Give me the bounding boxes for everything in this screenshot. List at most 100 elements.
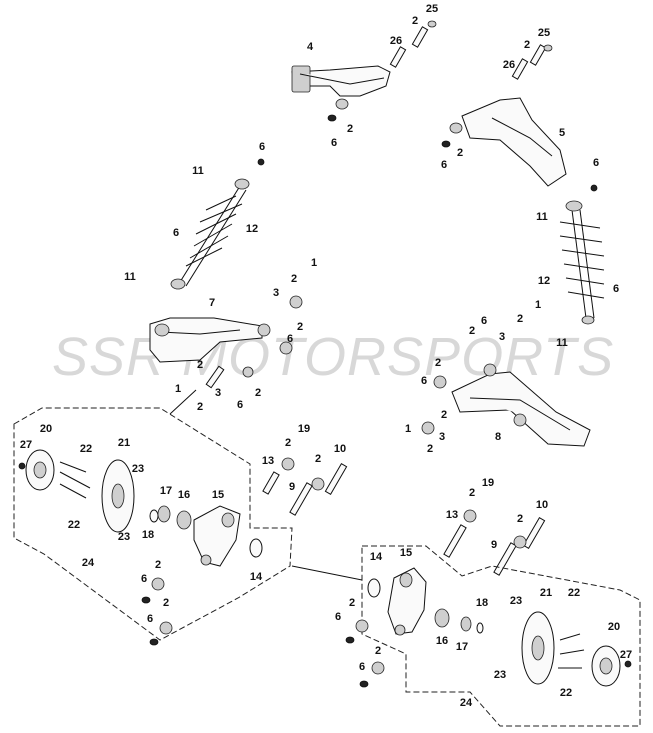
- part-callout-18: 18: [476, 597, 488, 609]
- part-callout-13: 13: [262, 455, 274, 467]
- part-callout-18: 18: [142, 529, 154, 541]
- part-callout-6: 6: [441, 159, 447, 171]
- lower-a-arm-left: [149, 295, 303, 378]
- part-callout-6: 6: [141, 573, 147, 585]
- part-callout-1: 1: [535, 299, 541, 311]
- part-callout-22: 22: [80, 443, 92, 455]
- part-callout-12: 12: [538, 275, 550, 287]
- part-callout-2: 2: [155, 559, 161, 571]
- part-callout-8: 8: [495, 431, 501, 443]
- part-callout-2: 2: [163, 597, 169, 609]
- part-callout-23: 23: [118, 531, 130, 543]
- part-callout-27: 27: [620, 649, 632, 661]
- part-callout-6: 6: [259, 141, 265, 153]
- part-callout-10: 10: [334, 443, 346, 455]
- right-hub-parts: [345, 567, 632, 688]
- part-callout-2: 2: [347, 123, 353, 135]
- part-callout-23: 23: [132, 463, 144, 475]
- part-callout-10: 10: [536, 499, 548, 511]
- part-callout-6: 6: [481, 315, 487, 327]
- part-callout-6: 6: [359, 661, 365, 673]
- part-callout-25: 25: [538, 27, 550, 39]
- part-callout-2: 2: [375, 645, 381, 657]
- part-callout-2: 2: [412, 15, 418, 27]
- part-callout-17: 17: [160, 485, 172, 497]
- part-callout-6: 6: [287, 333, 293, 345]
- part-callout-2: 2: [517, 313, 523, 325]
- dashed-box-right: [361, 545, 641, 727]
- part-callout-19: 19: [482, 477, 494, 489]
- part-callout-2: 2: [291, 273, 297, 285]
- part-callout-2: 2: [524, 39, 530, 51]
- part-callout-23: 23: [510, 595, 522, 607]
- part-callout-21: 21: [118, 437, 130, 449]
- part-callout-1: 1: [311, 257, 317, 269]
- part-callout-26: 26: [390, 35, 402, 47]
- part-callout-20: 20: [608, 621, 620, 633]
- part-callout-9: 9: [491, 539, 497, 551]
- part-callout-24: 24: [460, 697, 473, 709]
- part-callout-16: 16: [436, 635, 448, 647]
- part-callout-1: 1: [175, 383, 181, 395]
- part-callout-17: 17: [456, 641, 468, 653]
- part-callout-14: 14: [370, 551, 383, 563]
- part-callout-22: 22: [568, 587, 580, 599]
- part-callout-2: 2: [517, 513, 523, 525]
- upper-a-arm-right: [441, 97, 567, 187]
- part-callout-9: 9: [289, 481, 295, 493]
- part-callout-26: 26: [503, 59, 515, 71]
- part-callout-11: 11: [192, 165, 204, 177]
- dashed-box-left: [13, 407, 293, 641]
- part-callout-7: 7: [209, 297, 215, 309]
- watermark-text: SSR MOTORSPORTS: [52, 327, 614, 387]
- part-callout-6: 6: [613, 283, 619, 295]
- part-callout-2: 2: [297, 321, 303, 333]
- upper-a-arm-left: [291, 65, 391, 122]
- part-callout-2: 2: [441, 409, 447, 421]
- part-callout-6: 6: [593, 157, 599, 169]
- connector-line: [291, 565, 363, 581]
- part-callout-23: 23: [494, 669, 506, 681]
- part-callout-22: 22: [560, 687, 572, 699]
- part-callout-2: 2: [469, 325, 475, 337]
- part-callout-15: 15: [212, 489, 224, 501]
- left-hub-parts: [18, 449, 263, 646]
- hub-bolts-and-pins: [169, 365, 546, 576]
- part-callout-6: 6: [237, 399, 243, 411]
- part-callout-11: 11: [536, 211, 548, 223]
- part-callout-6: 6: [173, 227, 179, 239]
- part-callout-20: 20: [40, 423, 52, 435]
- shock-absorber-left: [170, 158, 265, 290]
- part-callout-2: 2: [435, 357, 441, 369]
- part-callout-1: 1: [405, 423, 411, 435]
- part-callout-21: 21: [540, 587, 552, 599]
- lower-a-arm-right: [421, 363, 591, 447]
- shock-absorber-right: [559, 184, 605, 325]
- part-callout-22: 22: [68, 519, 80, 531]
- part-callout-6: 6: [331, 137, 337, 149]
- part-callout-11: 11: [124, 271, 136, 283]
- part-callout-2: 2: [197, 401, 203, 413]
- part-callout-2: 2: [349, 597, 355, 609]
- part-callout-4: 4: [307, 41, 314, 53]
- part-callout-2: 2: [255, 387, 261, 399]
- part-callout-3: 3: [499, 331, 505, 343]
- part-callout-15: 15: [400, 547, 412, 559]
- part-callout-14: 14: [250, 571, 263, 583]
- part-callout-19: 19: [298, 423, 310, 435]
- part-callout-25: 25: [426, 3, 438, 15]
- part-callout-3: 3: [273, 287, 279, 299]
- part-callout-2: 2: [315, 453, 321, 465]
- part-callout-6: 6: [335, 611, 341, 623]
- part-callout-2: 2: [197, 359, 203, 371]
- part-callout-2: 2: [469, 487, 475, 499]
- part-callout-2: 2: [285, 437, 291, 449]
- part-callout-2: 2: [457, 147, 463, 159]
- part-callout-2: 2: [427, 443, 433, 455]
- part-callout-24: 24: [82, 557, 95, 569]
- part-callout-11: 11: [556, 337, 568, 349]
- part-callout-13: 13: [446, 509, 458, 521]
- part-callout-5: 5: [559, 127, 565, 139]
